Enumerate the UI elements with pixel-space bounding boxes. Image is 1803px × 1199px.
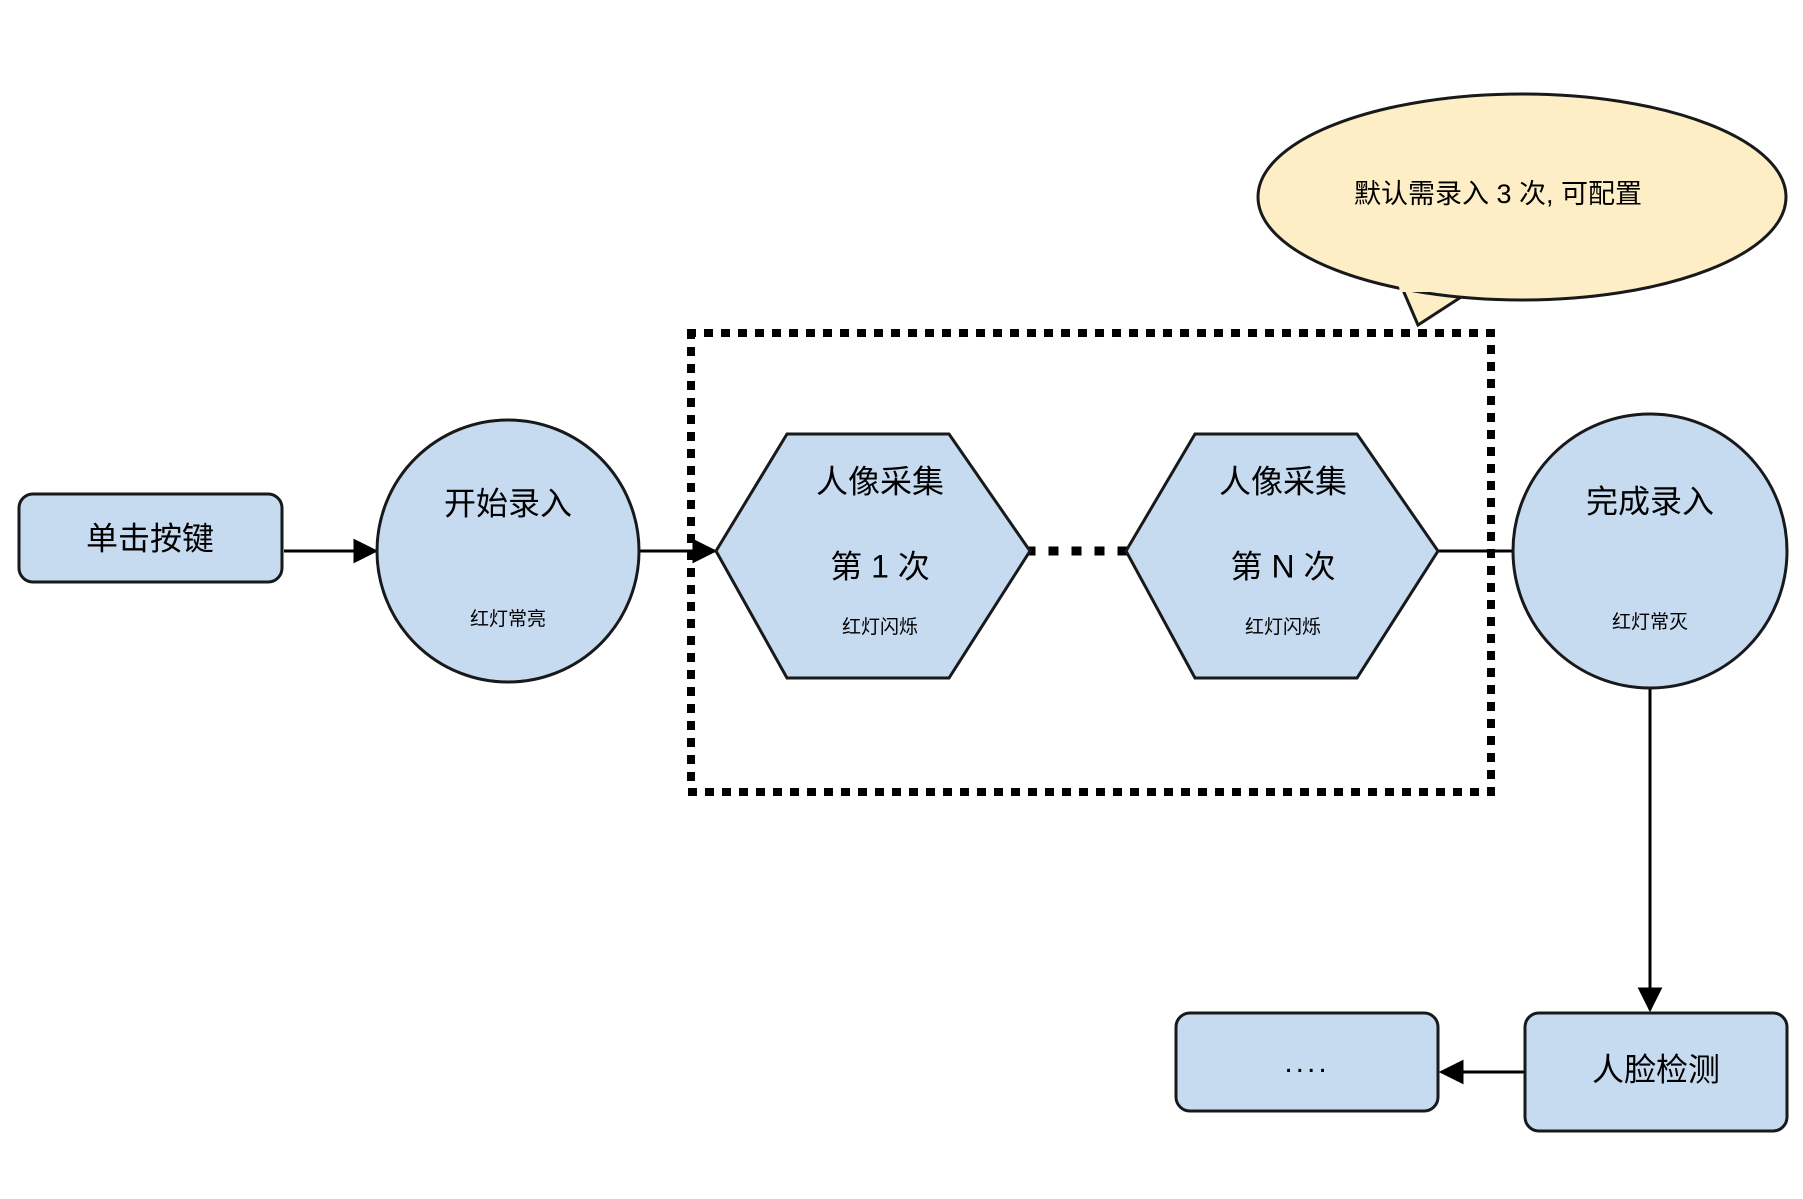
callout-tail-seam: [1398, 281, 1480, 292]
capture-nth-hexagon[interactable]: [1124, 432, 1440, 680]
node-finish-enroll[interactable]: 完成录入 红灯常灭: [1511, 412, 1789, 690]
face-detect-box[interactable]: [1523, 1011, 1789, 1133]
start-enroll-circle[interactable]: [375, 418, 641, 684]
capture-first-line1: 人像采集: [816, 463, 944, 499]
finish-enroll-circle[interactable]: [1511, 412, 1789, 690]
callout-label: 默认需录入 3 次, 可配置: [1354, 179, 1642, 209]
node-face-detect[interactable]: 人脸检测: [1523, 1011, 1789, 1133]
capture-first-line2: 第 1 次: [830, 548, 930, 584]
more-steps-label: ....: [1284, 1046, 1329, 1079]
node-capture-nth[interactable]: 人像采集 第 N 次 红灯闪烁: [1124, 432, 1440, 680]
finish-enroll-sub: 红灯常灭: [1612, 611, 1688, 633]
node-start-enroll[interactable]: 开始录入 红灯常亮: [375, 418, 641, 684]
capture-first-sub: 红灯闪烁: [842, 616, 918, 638]
capture-nth-line2: 第 N 次: [1231, 548, 1336, 584]
more-steps-box[interactable]: [1174, 1011, 1440, 1113]
capture-nth-sub: 红灯闪烁: [1245, 616, 1321, 638]
node-press-key[interactable]: 单击按键: [17, 492, 284, 584]
callout-balloon-body: [1256, 92, 1788, 302]
callout-note: 默认需录入 3 次, 可配置: [1256, 92, 1788, 328]
capture-nth-line1: 人像采集: [1219, 463, 1347, 499]
face-detect-label: 人脸检测: [1592, 1051, 1720, 1087]
start-enroll-label: 开始录入: [444, 485, 572, 521]
node-more-steps[interactable]: ....: [1174, 1011, 1440, 1113]
press-key-box[interactable]: [17, 492, 284, 584]
finish-enroll-label: 完成录入: [1586, 483, 1714, 519]
press-key-label: 单击按键: [86, 520, 214, 556]
start-enroll-sub: 红灯常亮: [470, 608, 546, 630]
capture-first-hexagon[interactable]: [714, 432, 1032, 680]
node-capture-first[interactable]: 人像采集 第 1 次 红灯闪烁: [714, 432, 1032, 680]
